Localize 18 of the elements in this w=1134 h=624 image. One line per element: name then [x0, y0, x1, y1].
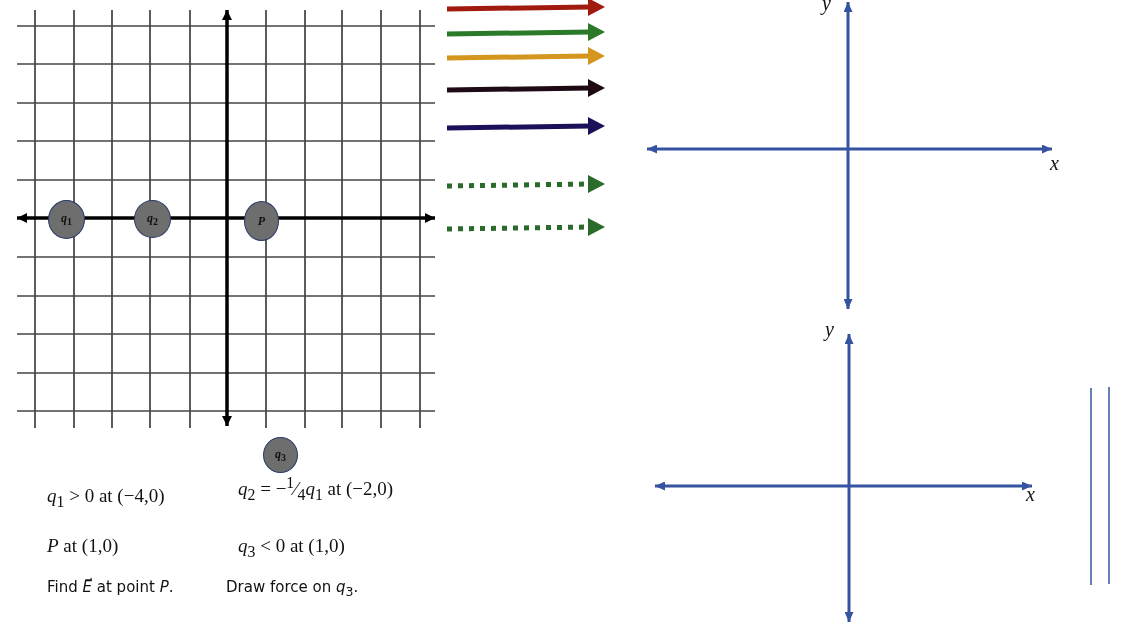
axis-label: y: [822, 0, 831, 15]
instruction-text: Draw force on q$_{3}$.: [226, 578, 359, 599]
charge-label: P: [257, 213, 266, 229]
charge-circle: [244, 201, 279, 241]
axis-label: x: [1026, 483, 1035, 506]
charge-circle: [134, 200, 171, 238]
charge-label: q$_{3}$: [275, 446, 286, 464]
instruction-text: Find E⃗ at point P.: [47, 578, 174, 596]
axis-label: x: [1050, 152, 1059, 175]
charge-circle: [263, 437, 298, 473]
charge-label: q$_{1}$: [61, 211, 72, 228]
charge-circle: [48, 200, 85, 239]
condition-text: P at (1,0): [47, 535, 119, 557]
condition-text: q$_{3}$ < 0 at (1,0): [238, 535, 345, 561]
condition-text: q$_{2}$ = −$^{1}$⁄$_{4}$q$_{1}$ at (−2,0): [238, 474, 394, 505]
charge-label: q$_{2}$: [147, 210, 158, 228]
condition-text: q$_{1}$ > 0 at (−4,0): [47, 485, 165, 511]
axis-label: y: [825, 318, 834, 341]
